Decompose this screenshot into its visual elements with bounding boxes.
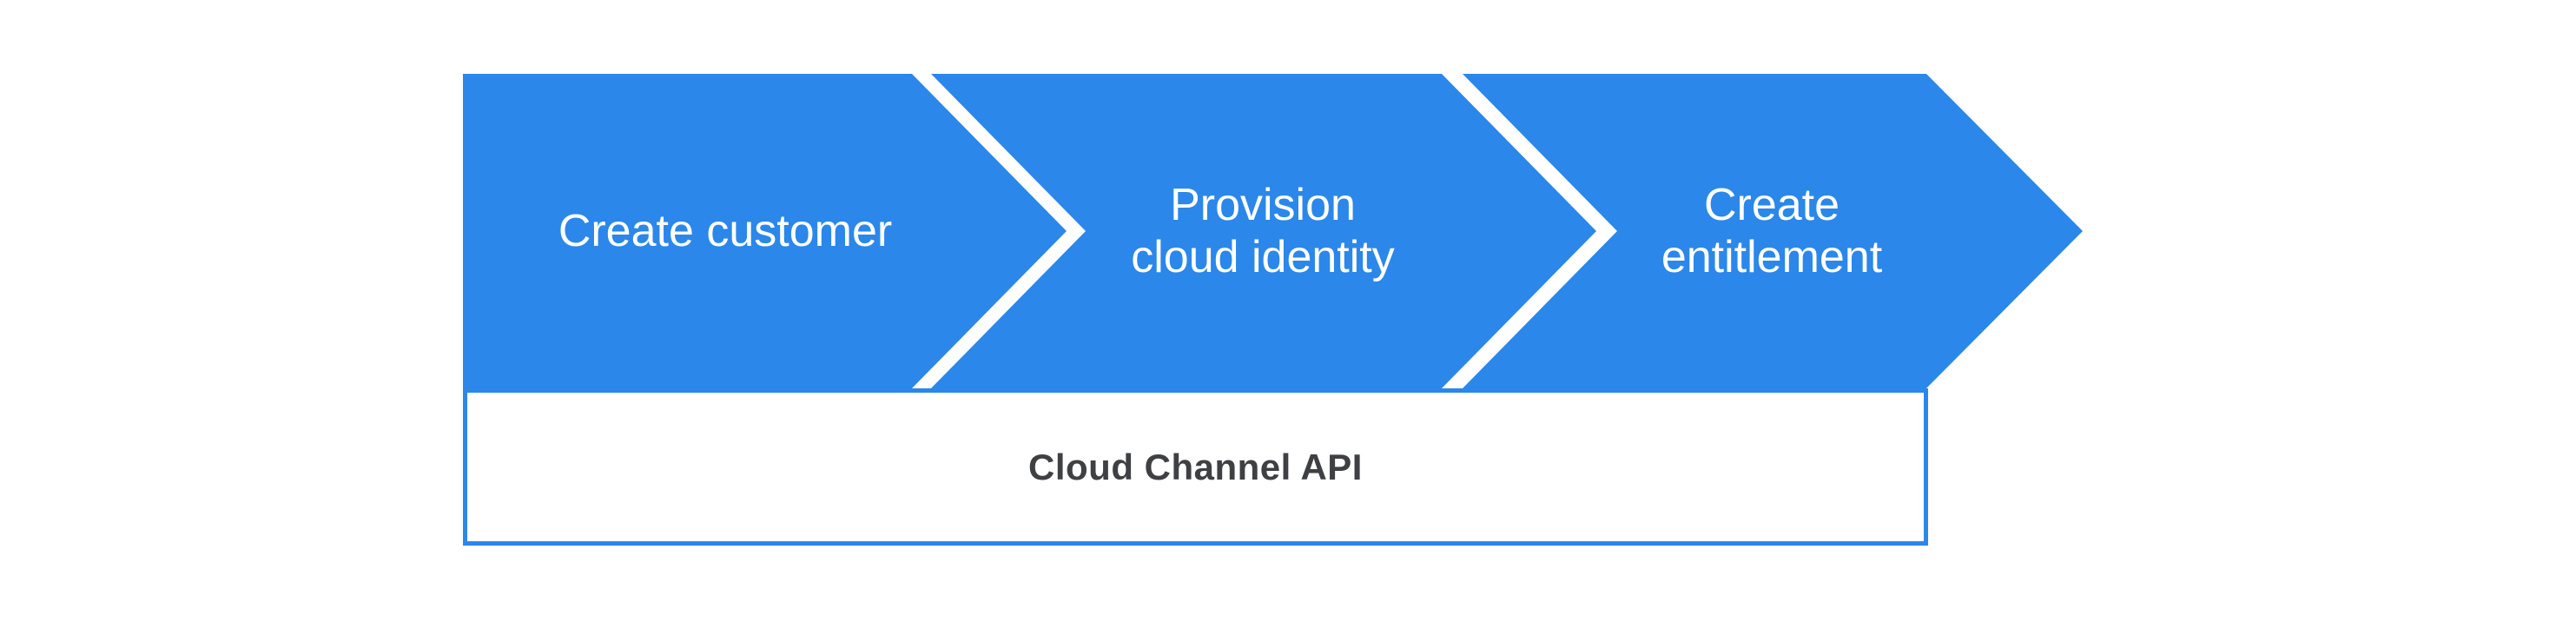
chevron-step-2-shape bbox=[931, 74, 1596, 388]
chevron-step-3-shape bbox=[1463, 74, 2083, 388]
chevron-step-1-shape bbox=[463, 74, 1067, 388]
cloud-channel-api-box: Cloud Channel API bbox=[463, 388, 1928, 546]
cloud-channel-api-label: Cloud Channel API bbox=[1028, 446, 1363, 487]
